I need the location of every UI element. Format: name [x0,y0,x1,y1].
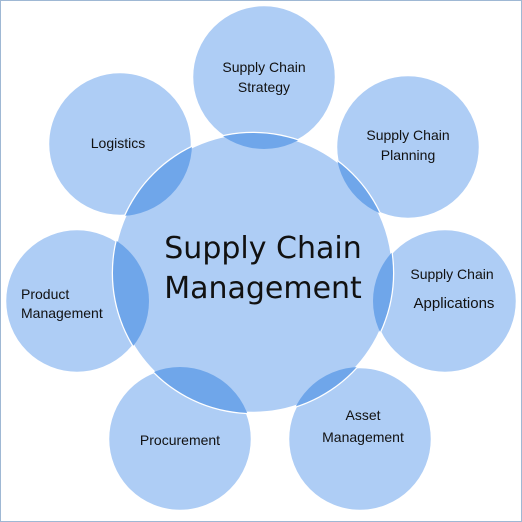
node-circle-asset [286,365,434,513]
label-applications-line2: Applications [414,295,495,312]
center-title-line1: Supply Chain [164,231,361,266]
label-strategy-line1: Supply Chain [222,59,305,75]
label-asset-line1: Asset [345,407,380,423]
label-logistics: Logistics [91,135,145,151]
node-circle-strategy [190,3,338,151]
label-strategy-line2: Strategy [238,79,290,95]
node-labels: Supply Chain Strategy Supply Chain Plann… [21,59,494,448]
label-planning-line2: Planning [381,147,436,163]
label-product-line1: Product [21,286,69,302]
label-planning-line1: Supply Chain [366,127,449,143]
label-asset-line2: Management [322,429,404,445]
label-product-line2: Management [21,305,103,321]
label-procurement: Procurement [140,432,220,448]
label-applications-line1: Supply Chain [410,266,493,282]
center-title-line2: Management [164,271,362,306]
node-circle-planning [334,73,482,221]
